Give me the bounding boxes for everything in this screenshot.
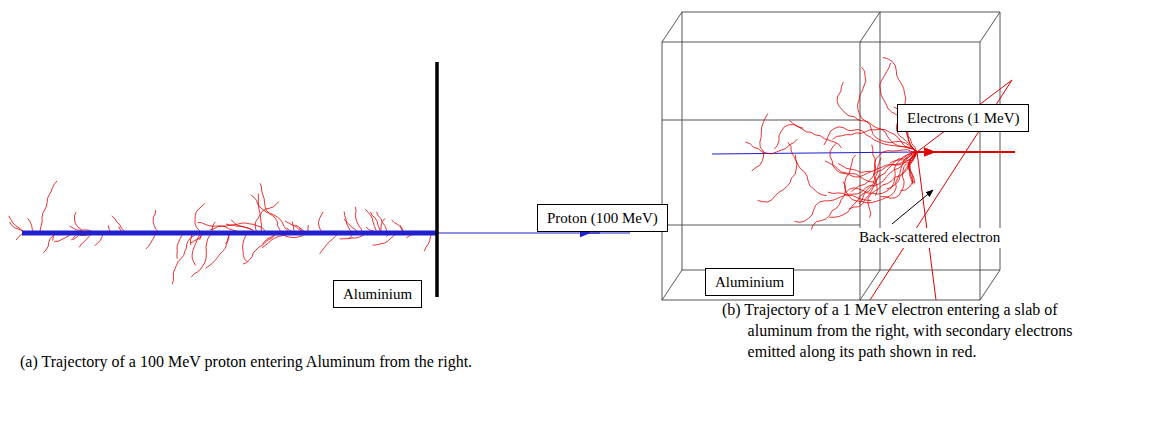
secondary-track [758,155,797,202]
callout-label: Back-scattered electron [858,228,1001,248]
secondary-track [258,193,262,233]
secondary-track [370,212,380,233]
secondary-track [838,163,871,172]
figure-caption: (b) Trajectory of a 1 MeV electron enter… [722,300,1078,362]
secondary-track [318,212,323,233]
secondary-track [811,182,845,230]
beam-arrow [585,232,600,233]
secondary-track [424,233,432,251]
secondary-track [873,152,917,174]
slab-wireframe [662,12,1000,300]
secondary-track [377,212,387,233]
box-text: Proton (100 MeV) [547,209,658,227]
proton-track [22,231,437,236]
beam-arrow [930,151,945,153]
secondary-track [845,152,917,203]
box-text: Aluminium [715,273,784,291]
secondary-track [890,154,912,163]
secondary-track [153,210,162,233]
secondary-track [833,129,917,152]
aluminium-surface [435,62,439,297]
box-text: Aluminium [343,285,412,303]
photon-track [712,152,917,154]
secondary-track [875,158,881,196]
secondary-track [172,233,197,284]
secondary-track [43,233,55,253]
secondary-track [243,233,278,264]
leader-arrow [892,190,933,224]
material-label-box: Aluminium [333,280,422,308]
secondary-track [788,142,827,195]
secondary-track [745,139,797,154]
figure-caption: (a) Trajectory of a 100 MeV proton enter… [20,352,696,373]
secondary-track [790,121,842,148]
secondary-track [112,216,128,233]
secondary-track [40,181,57,233]
secondary-track [880,152,917,198]
secondary-track [344,211,353,233]
secondary-track [9,216,25,233]
proton-beam [437,232,630,233]
secondary-track [752,114,768,171]
secondary-track [828,192,871,201]
secondary-track [195,203,205,233]
secondary-track [910,152,917,185]
secondary-track [829,152,917,217]
box-text: Electrons (1 MeV) [907,109,1019,127]
secondary-track [320,233,339,254]
secondary-track [191,233,212,277]
secondary-track [795,152,917,222]
material-label-box: Aluminium [705,268,794,296]
scatter-track [917,152,936,300]
secondary-track [260,183,281,233]
secondary-track [192,233,202,265]
secondary-track [851,145,875,192]
secondary-track [365,209,379,233]
beam-label-box: Electrons (1 MeV) [897,104,1029,132]
beam-label-box: Proton (100 MeV) [537,204,668,232]
secondary-tracks [745,57,917,229]
secondary-track [243,233,249,262]
secondary-track [355,207,362,233]
secondary-track [74,212,82,233]
secondary-track [206,233,230,268]
secondary-track [825,161,874,182]
